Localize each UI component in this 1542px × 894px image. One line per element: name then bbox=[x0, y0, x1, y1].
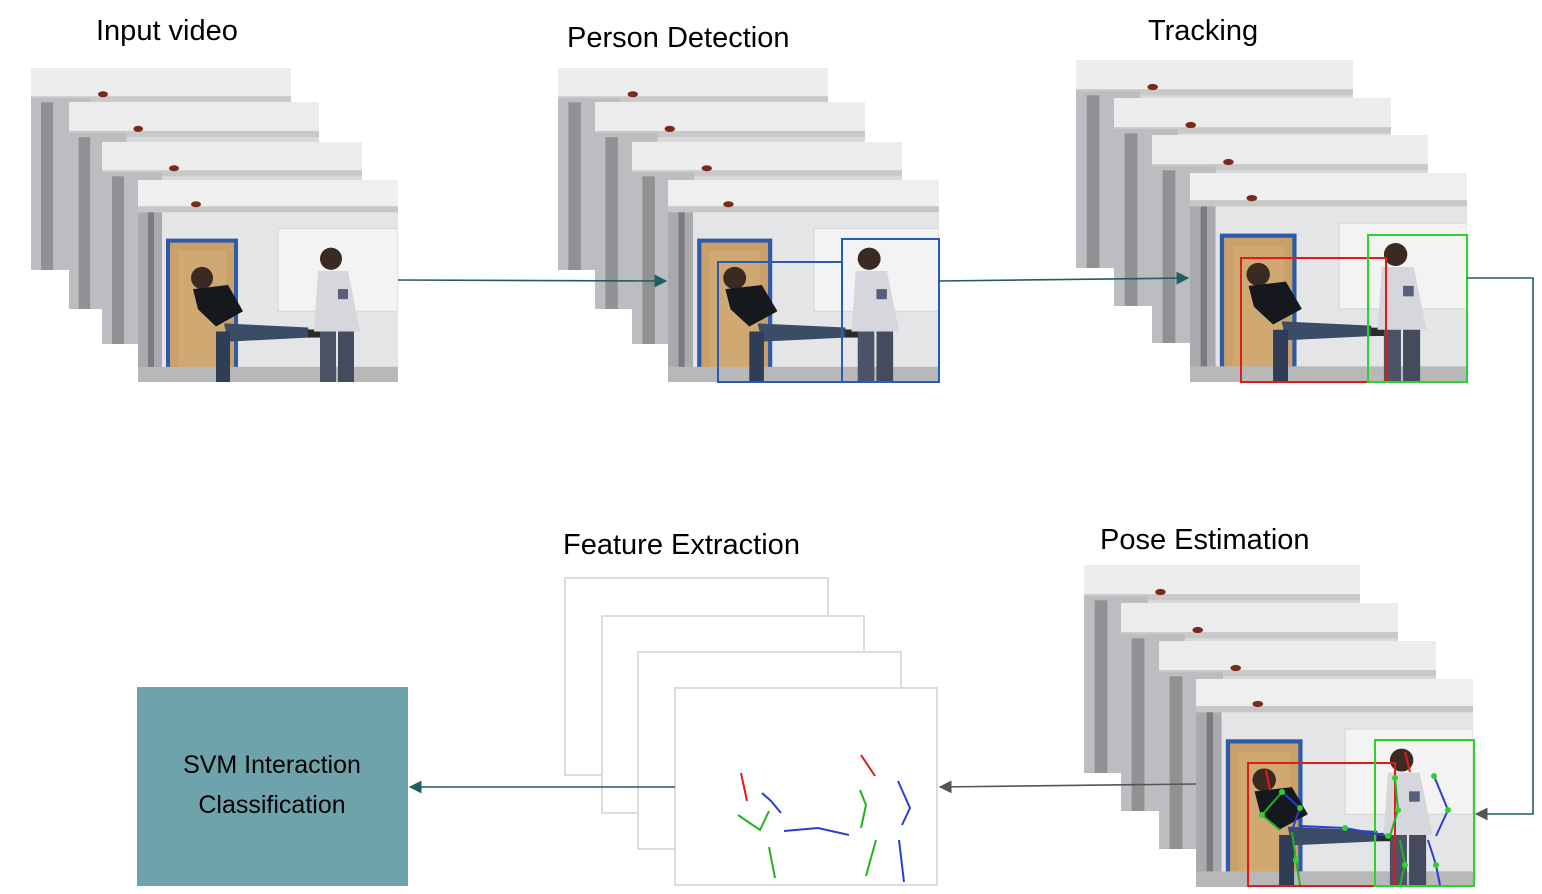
input-video-frames bbox=[31, 68, 398, 382]
arrow-input-to-detection bbox=[397, 274, 668, 288]
input-video-title: Input video bbox=[96, 15, 238, 47]
pose-skeleton-person-1 bbox=[1259, 769, 1391, 886]
track-box-person-1 bbox=[1240, 257, 1387, 383]
arrow-pose-to-features bbox=[938, 780, 1197, 794]
pose-box-person-2 bbox=[1374, 739, 1475, 887]
tracking-frames bbox=[1076, 60, 1468, 383]
detection-box-person-2 bbox=[841, 238, 940, 383]
track-box-person-2 bbox=[1367, 234, 1468, 383]
pose-skeleton-person-2 bbox=[1389, 751, 1451, 886]
tracking-title: Tracking bbox=[1148, 15, 1258, 47]
feature-extraction-title: Feature Extraction bbox=[563, 529, 800, 561]
person-detection-frames bbox=[558, 68, 940, 383]
pose-estimation-frames bbox=[1084, 565, 1475, 887]
feature-extraction-frames bbox=[564, 577, 938, 886]
person-detection-title: Person Detection bbox=[567, 22, 789, 54]
pose-box-person-1 bbox=[1247, 762, 1396, 887]
svm-label-line-2: Classification bbox=[198, 791, 345, 819]
feature-skeleton-lines bbox=[737, 754, 912, 883]
pipeline-arrows bbox=[397, 271, 1534, 821]
arrow-tracking-to-pose bbox=[1467, 277, 1534, 821]
svm-label-line-1: SVM Interaction bbox=[183, 751, 361, 779]
arrow-detection-to-tracking bbox=[938, 271, 1190, 285]
pose-estimation-title: Pose Estimation bbox=[1100, 524, 1310, 556]
svm-classification-box: SVM Interaction Classification bbox=[137, 687, 408, 886]
